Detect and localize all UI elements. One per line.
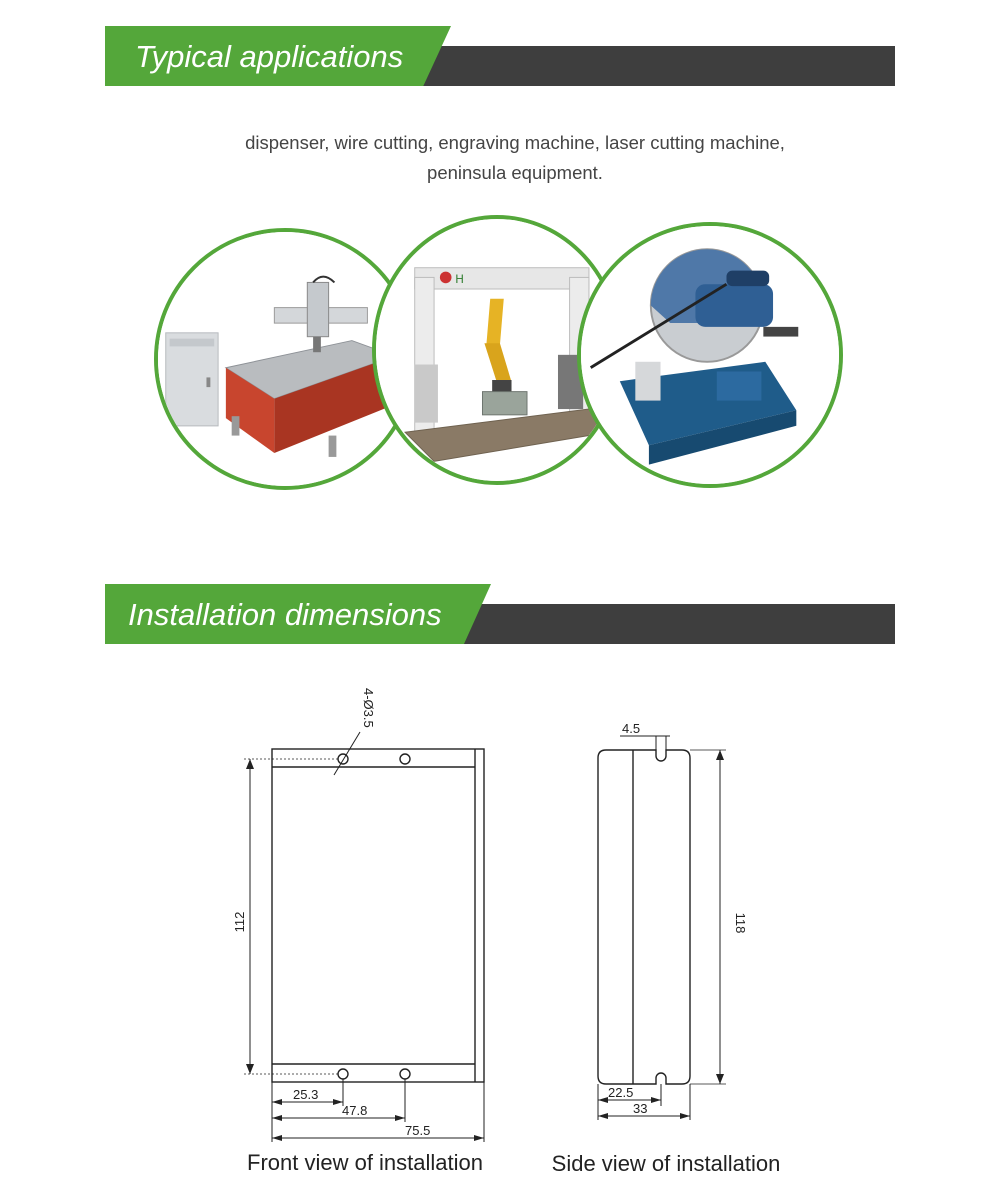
side-height-label: 118	[733, 913, 748, 934]
section-title: Typical applications	[135, 39, 404, 74]
description-line: dispenser, wire cutting, engraving machi…	[245, 132, 785, 153]
svg-text:H: H	[455, 273, 463, 286]
front-view-caption: Front view of installation	[247, 1150, 483, 1175]
side-view-drawing	[597, 735, 726, 1120]
banner-green-tab	[105, 26, 451, 86]
dim-label: 25.3	[293, 1087, 318, 1102]
section-title: Installation dimensions	[128, 597, 442, 632]
mounting-hole	[399, 753, 411, 765]
cut-off-saw-photo	[577, 222, 843, 488]
mounting-hole	[399, 1068, 411, 1080]
slot-width-label: 4.5	[622, 721, 640, 736]
section-banner-applications: Typical applications	[105, 26, 895, 86]
applications-description: dispenser, wire cutting, engraving machi…	[200, 128, 830, 188]
dim-label: 75.5	[405, 1123, 430, 1138]
section-banner-dimensions: Installation dimensions	[105, 584, 895, 644]
description-line: peninsula equipment.	[427, 162, 603, 183]
cnc-machine-illustration	[158, 232, 412, 486]
front-height-label: 112	[232, 912, 247, 933]
front-view-drawing	[244, 731, 485, 1142]
dim-label: 33	[633, 1101, 647, 1116]
dim-label: 22.5	[608, 1085, 633, 1100]
cut-off-saw-illustration	[581, 226, 839, 484]
mounting-hole	[337, 1068, 349, 1080]
installation-drawings: 4-Ø3.5 112 25.3 47.8 75.5 4.5 118 22.5 3…	[232, 688, 781, 1176]
side-view-caption: Side view of installation	[552, 1151, 781, 1176]
dim-label: 47.8	[342, 1103, 367, 1118]
banner-green-tab	[105, 584, 491, 644]
hole-spec-label: 4-Ø3.5	[361, 688, 376, 728]
mounting-hole	[337, 753, 349, 765]
